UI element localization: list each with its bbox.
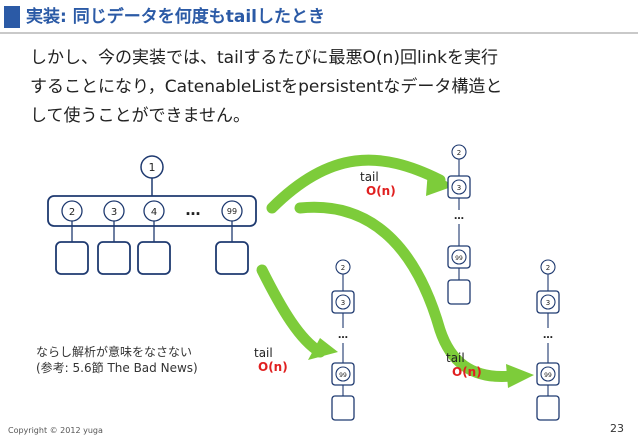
chain-node-label: 3 xyxy=(546,299,550,307)
chain-node-label: 2 xyxy=(457,149,461,157)
arrowhead-right xyxy=(506,364,534,388)
sublist-box xyxy=(215,241,249,275)
child-node-label: 2 xyxy=(69,207,75,218)
tail-cost: O(n) xyxy=(366,184,396,198)
chain-ellipsis: … xyxy=(543,330,553,341)
main-tree: 1 2 3 4 … 99 xyxy=(47,155,257,275)
tail-cost: O(n) xyxy=(452,365,482,379)
child-node-label: 4 xyxy=(151,207,157,218)
body-line: しかし、今の実装では、tailするたびに最悪O(n)回linkを実行 xyxy=(30,48,499,68)
slide-title: 実装: 同じデータを何度もtailしたとき xyxy=(26,7,325,27)
chain-node-label: 3 xyxy=(457,184,461,192)
arrowhead-top xyxy=(426,170,454,196)
note-line: ならし解析が意味をなさない xyxy=(36,345,193,359)
chain-right: 2 3 … 99 xyxy=(536,259,560,421)
page-number: 23 xyxy=(610,422,624,435)
chain-ellipsis: … xyxy=(338,330,348,341)
tail-label: tail xyxy=(446,351,465,365)
tail-arrow-mid xyxy=(256,264,326,358)
chain-node-label: 2 xyxy=(546,264,550,272)
tail-label: tail xyxy=(360,170,379,184)
tail-arrow-right xyxy=(294,201,518,383)
root-node-label: 1 xyxy=(149,161,156,174)
chain-node-label: 99 xyxy=(339,372,347,379)
title-divider xyxy=(0,32,638,34)
chain-node-label: 99 xyxy=(455,255,463,262)
chain-node-label: 3 xyxy=(341,299,345,307)
sublist-box xyxy=(55,241,89,275)
tail-label: tail xyxy=(254,346,273,360)
sublist-box xyxy=(97,241,131,275)
ellipsis: … xyxy=(186,201,201,219)
body-line: して使うことができません。 xyxy=(30,106,250,126)
arrowhead-mid xyxy=(308,338,338,360)
title-bar: 実装: 同じデータを何度もtailしたとき xyxy=(0,0,638,34)
tail-cost: O(n) xyxy=(258,360,288,374)
body-line: することになり，CatenableListをpersistentなデータ構造と xyxy=(30,77,503,97)
copyright: Copyright © 2012 yuga xyxy=(8,426,103,435)
tail-arrow-top xyxy=(266,154,446,214)
chain-node-label: 2 xyxy=(341,264,345,272)
chain-ellipsis: … xyxy=(454,211,464,222)
note-line: (参考: 5.6節 The Bad News) xyxy=(36,361,198,375)
chain-top: 2 3 … 99 xyxy=(447,144,471,305)
chain-mid: 2 3 … 99 xyxy=(331,259,355,421)
amortization-note: ならし解析が意味をなさない (参考: 5.6節 The Bad News) xyxy=(36,344,198,376)
sublist-box xyxy=(137,241,171,275)
chain-node-label: 99 xyxy=(544,372,552,379)
child-node-label: 3 xyxy=(111,207,117,218)
child-node-label: 99 xyxy=(227,207,237,216)
title-accent xyxy=(4,6,20,28)
body-text: しかし、今の実装では、tailするたびに最悪O(n)回linkを実行 することに… xyxy=(30,44,620,131)
root-node xyxy=(140,155,164,179)
